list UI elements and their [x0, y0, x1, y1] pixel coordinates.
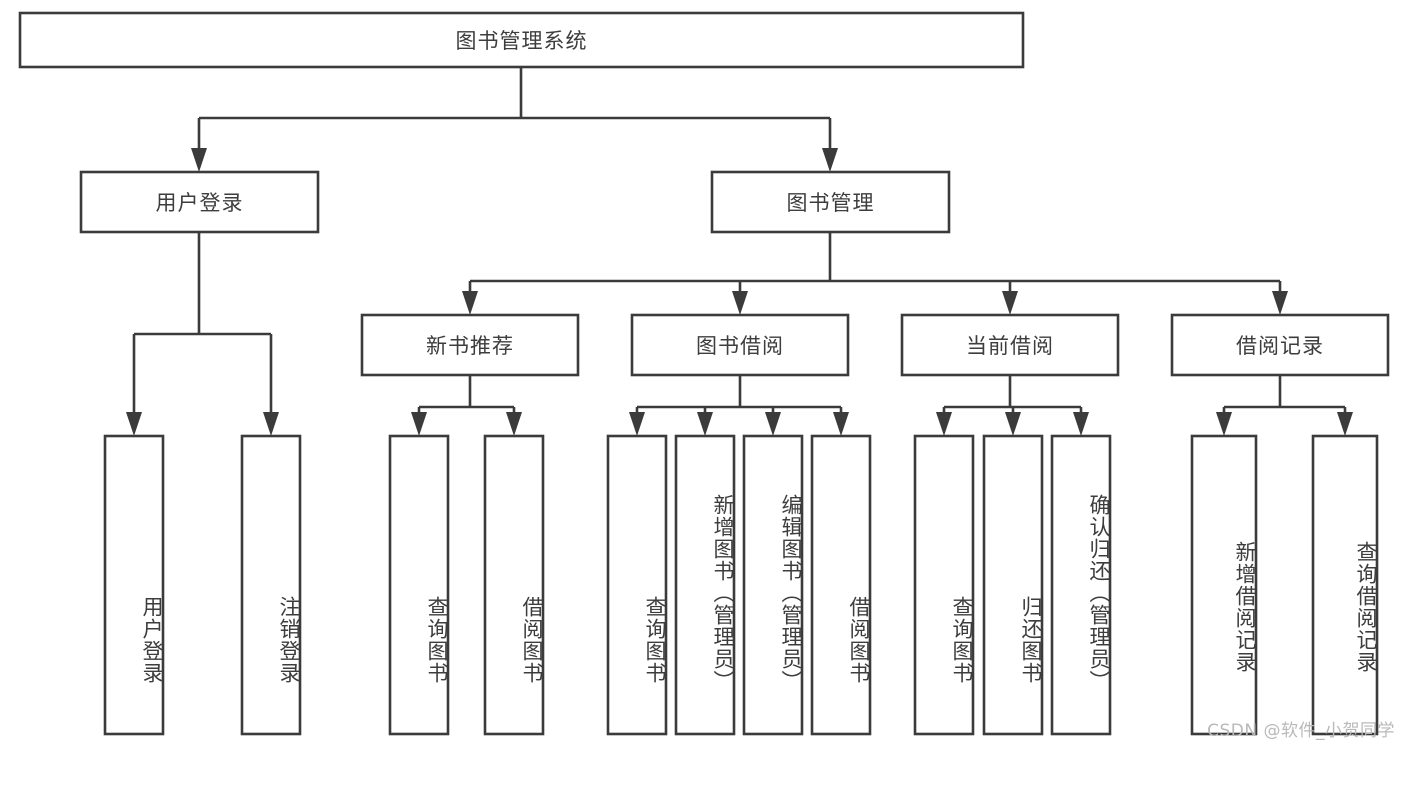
node-box-leaf-borrow-record-0[interactable]: [1190, 434, 1258, 736]
arrow-head-current-borrow: [1002, 291, 1018, 315]
arrow-head-leaf-book-borrow-3: [833, 412, 849, 436]
node-box-leaf-book-borrow-3[interactable]: [810, 434, 872, 736]
watermark: CSDN @软件_小贺同学: [1207, 721, 1395, 741]
node-box-book-management[interactable]: [710, 170, 951, 234]
arrow-head-leaf-new-book-1: [506, 412, 522, 436]
arrow-head-leaf-new-book-0: [411, 412, 427, 436]
arrow-head-leaf-current-borrow-1: [1005, 412, 1021, 436]
node-box-leaf-current-borrow-2[interactable]: [1050, 434, 1112, 736]
arrow-head-leaf-borrow-record-0: [1216, 412, 1232, 436]
arrow-head-leaf-borrow-record-1: [1337, 412, 1353, 436]
node-box-new-book-recommend[interactable]: [360, 313, 580, 377]
node-box-leaf-new-book-0[interactable]: [388, 434, 450, 736]
arrow-head-leaf-book-borrow-0: [629, 412, 645, 436]
node-box-leaf-current-borrow-0[interactable]: [913, 434, 975, 736]
node-box-user-login[interactable]: [79, 170, 320, 234]
node-box-leaf-new-book-1[interactable]: [483, 434, 545, 736]
node-box-leaf-book-borrow-1[interactable]: [674, 434, 736, 736]
arrow-head-leaf-user-login-1: [263, 412, 279, 436]
node-box-leaf-borrow-record-1[interactable]: [1311, 434, 1379, 736]
node-box-leaf-user-login-1[interactable]: [240, 434, 302, 736]
arrow-head-leaf-book-borrow-2: [765, 412, 781, 436]
arrow-head-borrow-record: [1272, 291, 1288, 315]
diagram-canvas: 图书管理系统 用户登录 图书管理 新书推荐 图书借阅 当前借阅 借阅记录 用户登…: [18, 11, 1395, 741]
node-box-leaf-book-borrow-2[interactable]: [742, 434, 804, 736]
diagram-svg: [18, 11, 1390, 736]
node-box-borrow-record[interactable]: [1170, 313, 1390, 377]
arrow-head-book-borrow: [732, 291, 748, 315]
arrow-head-leaf-current-borrow-2: [1073, 412, 1089, 436]
arrow-head-book-management: [822, 148, 838, 172]
arrow-head-new-book-recommend: [462, 291, 478, 315]
node-box-leaf-user-login-0[interactable]: [103, 434, 165, 736]
node-box-root[interactable]: [18, 11, 1025, 69]
node-box-book-borrow[interactable]: [630, 313, 850, 377]
arrow-head-leaf-current-borrow-0: [936, 412, 952, 436]
node-box-current-borrow[interactable]: [900, 313, 1120, 377]
node-box-leaf-book-borrow-0[interactable]: [606, 434, 668, 736]
node-box-leaf-current-borrow-1[interactable]: [982, 434, 1044, 736]
arrow-head-leaf-user-login-0: [126, 412, 142, 436]
arrow-head-leaf-book-borrow-1: [697, 412, 713, 436]
arrow-head-user-login: [191, 148, 207, 172]
